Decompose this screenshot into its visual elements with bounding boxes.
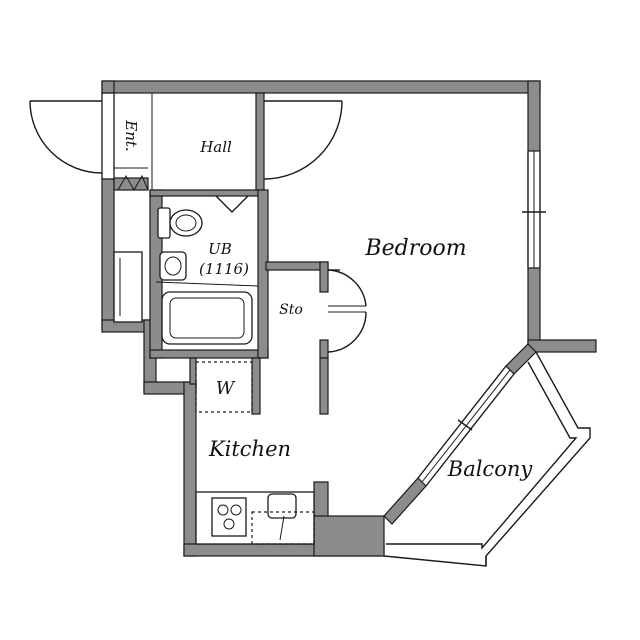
outer-walls xyxy=(101,80,597,557)
washer-space xyxy=(195,361,253,413)
balcony-window xyxy=(417,365,515,487)
room-labels: Ent. Hall UB (1116) Bedroom Sto W Kitche… xyxy=(122,119,533,481)
entrance-area xyxy=(114,93,153,191)
label-storage: Sto xyxy=(279,302,303,318)
label-balcony: Balcony xyxy=(447,457,534,481)
kitchen-counter xyxy=(195,491,315,545)
bath-fixtures xyxy=(155,207,259,345)
label-bedroom: Bedroom xyxy=(364,236,466,261)
label-washer: W xyxy=(216,378,236,399)
label-entrance: Ent. xyxy=(122,119,140,151)
interior-walls xyxy=(113,92,329,415)
label-bath-size: (1116) xyxy=(199,260,249,278)
label-kitchen: Kitchen xyxy=(208,437,291,461)
label-bath-name: UB xyxy=(208,240,232,258)
balcony-railing xyxy=(383,351,591,567)
label-hall: Hall xyxy=(199,138,232,156)
doors xyxy=(29,92,367,353)
bedroom-window xyxy=(522,151,546,268)
